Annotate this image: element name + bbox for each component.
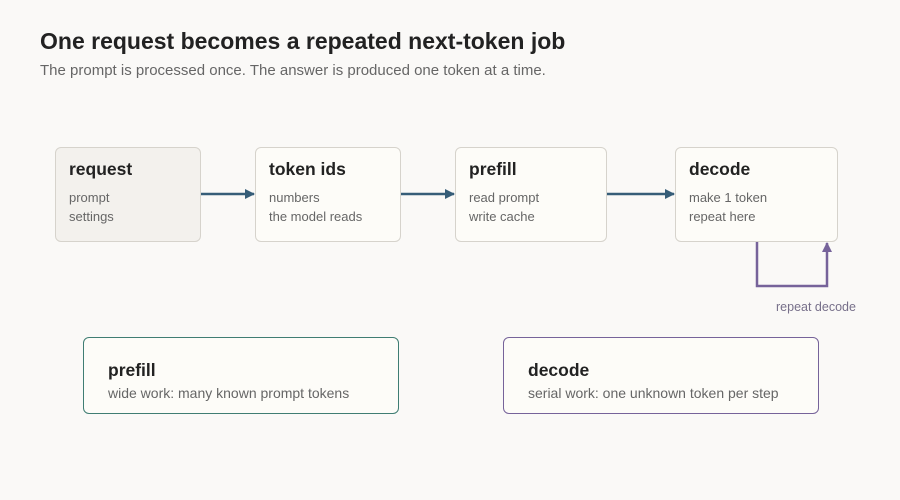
phase-prefill-card: prefill wide work: many known prompt tok… <box>83 337 399 414</box>
decode-loop-label: repeat decode <box>776 300 856 314</box>
phase-decode-card: decode serial work: one unknown token pe… <box>503 337 819 414</box>
stage-prefill: prefill read prompt write cache <box>455 147 607 242</box>
stage-token-ids-title: token ids <box>269 159 346 179</box>
stage-decode-title: decode <box>689 159 751 179</box>
phase-prefill-description: wide work: many known prompt tokens <box>108 385 350 401</box>
stage-prefill-line-1: read prompt <box>469 190 540 205</box>
phase-prefill-title: prefill <box>108 360 156 380</box>
stage-request: request prompt settings <box>55 147 201 242</box>
stage-request-line-2: settings <box>69 209 114 224</box>
decode-loop-arrow <box>755 242 832 288</box>
stage-request-line-1: prompt <box>69 190 110 205</box>
stage-token-ids-line-1: numbers <box>269 190 320 205</box>
page-subtitle: The prompt is processed once. The answer… <box>40 62 546 79</box>
phase-decode-description: serial work: one unknown token per step <box>528 385 779 401</box>
stage-request-title: request <box>69 159 133 179</box>
phase-decode-title: decode <box>528 360 590 380</box>
stage-prefill-title: prefill <box>469 159 517 179</box>
stage-token-ids: token ids numbers the model reads <box>255 147 401 242</box>
stage-decode-line-2: repeat here <box>689 209 756 224</box>
stage-prefill-line-2: write cache <box>469 209 535 224</box>
stage-decode-line-1: make 1 token <box>689 190 768 205</box>
page-title: One request becomes a repeated next-toke… <box>40 28 566 54</box>
stage-decode: decode make 1 token repeat here <box>675 147 838 242</box>
stage-token-ids-line-2: the model reads <box>269 209 363 224</box>
